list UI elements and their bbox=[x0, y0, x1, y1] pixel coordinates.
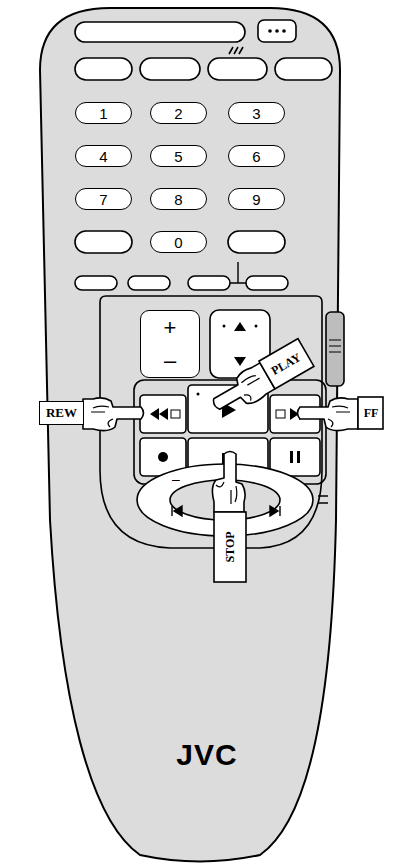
hand-callout: FF bbox=[364, 407, 379, 419]
button-label: 9 bbox=[252, 192, 260, 207]
button-label: 8 bbox=[174, 192, 182, 207]
number-button: 1 bbox=[75, 102, 132, 124]
number-button: 8 bbox=[150, 188, 207, 210]
number-button: 2 bbox=[150, 102, 207, 124]
brand-logo: JVC bbox=[176, 738, 237, 772]
button-label: 2 bbox=[174, 106, 182, 121]
button-label: 5 bbox=[174, 149, 182, 164]
number-button: 9 bbox=[228, 188, 285, 210]
button-label: + bbox=[164, 317, 177, 339]
callout-text: REW bbox=[46, 406, 77, 420]
button-label: 7 bbox=[99, 192, 107, 207]
hand-callout: STOP bbox=[224, 531, 236, 562]
button-label: 3 bbox=[252, 106, 260, 121]
number-button: 4 bbox=[75, 145, 132, 167]
jog-mark: – bbox=[172, 472, 180, 486]
number-button: 7 bbox=[75, 188, 132, 210]
number-button: 0 bbox=[150, 231, 207, 253]
callout-box: REW bbox=[39, 401, 84, 425]
button-label: – bbox=[164, 350, 176, 372]
number-button: 5 bbox=[150, 145, 207, 167]
button-label: 6 bbox=[252, 149, 260, 164]
button-label: 1 bbox=[99, 106, 107, 121]
button-label: 4 bbox=[99, 149, 107, 164]
number-button: 3 bbox=[228, 102, 285, 124]
button-label: 0 bbox=[174, 235, 182, 250]
volume-button: +– bbox=[140, 310, 200, 378]
number-button: 6 bbox=[228, 145, 285, 167]
